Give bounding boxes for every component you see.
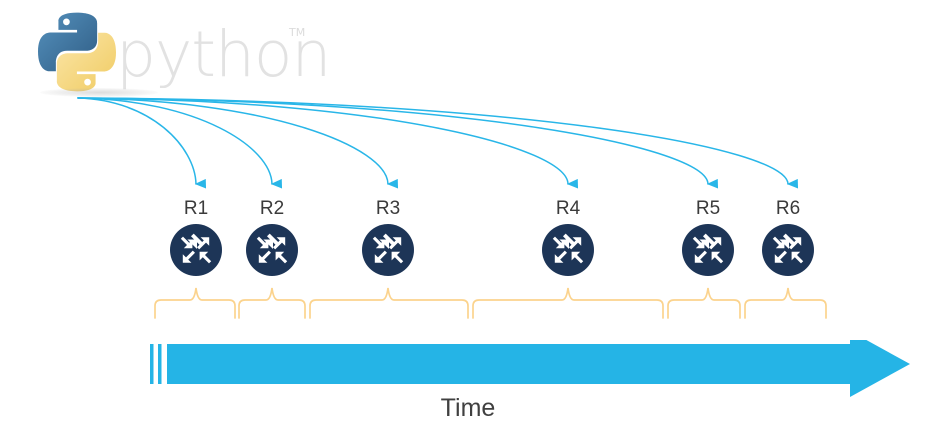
router-label: R5 [695,198,721,219]
interval-brace-6 [744,287,827,319]
python-logo-mark-icon [38,12,116,92]
router-label: R2 [259,198,285,219]
interval-brace-1 [154,287,236,319]
interval-brace-5 [667,287,741,319]
router-label: R3 [375,198,401,219]
time-bar-body [167,331,910,397]
router-arrows-icon[interactable] [682,224,734,276]
flow-arrow-to-r4 [77,97,579,189]
python-logo: python TM [38,12,331,94]
router-arrows-icon[interactable] [762,224,814,276]
router-label: R4 [555,198,581,219]
time-axis-arrow [150,331,910,398]
python-trademark-symbol: TM [289,26,306,39]
flow-arrow-to-r5 [77,97,719,189]
time-bar-tick-1 [150,344,154,384]
router-arrows-icon[interactable] [542,224,594,276]
python-logo-shadow [40,88,158,97]
time-axis-label: Time [440,394,496,422]
flow-arrow-to-r3 [77,97,399,189]
router-arrows-icon[interactable] [246,224,298,276]
router-label: R1 [183,198,209,219]
router-arrows-icon[interactable] [362,224,414,276]
router-label: R6 [775,198,801,219]
time-bar-tick-2 [158,344,162,384]
router-arrows-icon[interactable] [170,224,222,276]
interval-brace-2 [238,287,306,319]
flow-arrow-to-r1 [77,97,207,189]
interval-brace-3 [309,287,469,319]
flow-arrow-to-r2 [77,97,283,189]
flow-arrow-to-r6 [77,97,799,189]
interval-brace-4 [472,287,664,319]
python-wordmark: python TM [116,20,331,90]
python-wordmark-text: python [116,18,331,91]
